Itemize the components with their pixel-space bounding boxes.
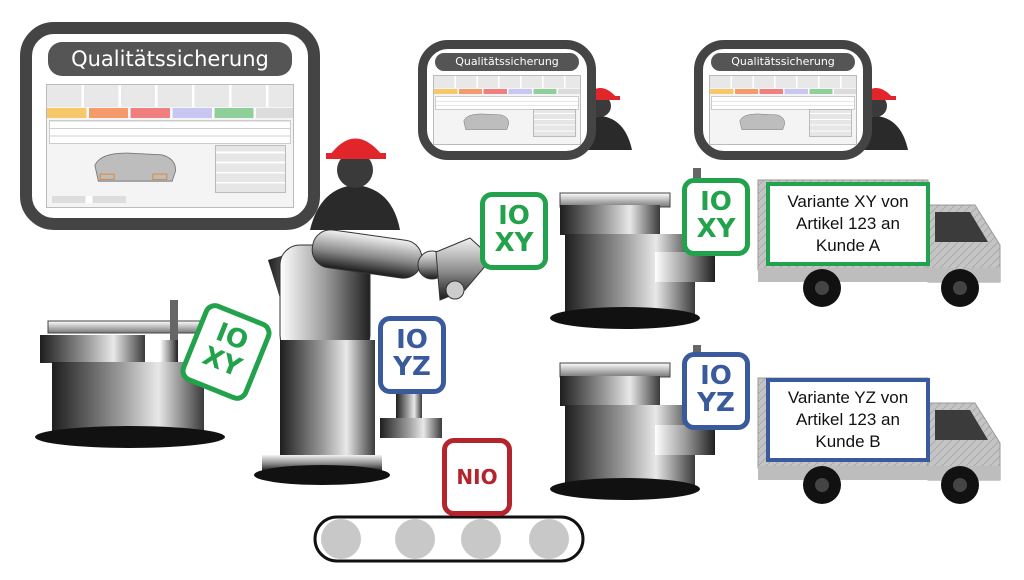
io-xy-badge-station: IO XY xyxy=(682,178,750,256)
station-bottom xyxy=(550,345,715,500)
truck-a-line1: Variante XY von xyxy=(787,192,909,211)
screen-title-3: Qualitätssicherung xyxy=(711,53,855,71)
nio-badge: NIO xyxy=(442,438,512,516)
qs-app-preview xyxy=(46,84,294,208)
truck-a-line2: Artikel 123 an xyxy=(796,214,900,233)
truck-b-line2: Artikel 123 an xyxy=(796,410,900,429)
center-table xyxy=(380,393,442,438)
conveyor-belt xyxy=(313,515,585,563)
station-top xyxy=(550,168,715,329)
quality-screen-3: Qualitätssicherung xyxy=(694,40,872,160)
quality-screen-2: Qualitätssicherung xyxy=(418,40,596,160)
qs-app-preview-3 xyxy=(709,75,857,145)
truck-a-line3: Kunde A xyxy=(815,236,881,255)
robot-arm xyxy=(254,229,493,485)
quality-screen-main: Qualitätssicherung xyxy=(20,22,320,230)
io-yz-badge-station: IO YZ xyxy=(682,352,750,430)
bumper-image-3 xyxy=(739,113,786,130)
io-xy-badge-gripper: IO XY xyxy=(480,192,548,270)
screen-title: Qualitätssicherung xyxy=(48,42,292,76)
qs-app-preview-2 xyxy=(433,75,581,145)
bumper-image xyxy=(94,152,177,182)
truck-b-line1: Variante YZ von xyxy=(787,388,909,407)
truck-b-line3: Kunde B xyxy=(815,432,881,451)
bumper-image-2 xyxy=(463,113,510,130)
screen-title-2: Qualitätssicherung xyxy=(435,53,579,71)
truck-b-info: Variante YZ von Artikel 123 an Kunde B xyxy=(766,378,930,462)
truck-a-info: Variante XY von Artikel 123 an Kunde A xyxy=(766,182,930,266)
left-station xyxy=(35,300,249,448)
io-yz-badge-center: IO YZ xyxy=(378,316,446,394)
